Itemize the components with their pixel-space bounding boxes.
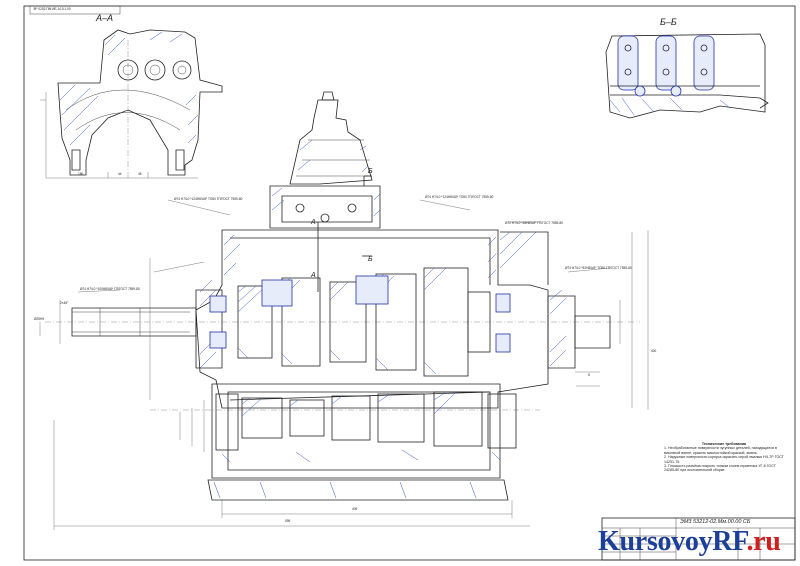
watermark-logo: KursovoyRF.ru	[598, 526, 781, 558]
tech-req-title: Технические требования	[701, 442, 747, 446]
dim-input-length: 2×45°	[60, 301, 69, 305]
section-a-a-label: А–А	[96, 13, 114, 23]
cut-mark-a-top: А	[311, 219, 316, 226]
watermark-left: KursovoyRF	[598, 526, 747, 557]
section-b-b-label: Б–Б	[660, 17, 677, 27]
fit-callout-3: Ø72 Н7/L0 *48Н8/U8* ГП/ГОСТ 7559-80	[505, 221, 563, 225]
cut-mark-b-bottom: Б	[368, 256, 373, 263]
technical-requirements: Технические требования 1. Необработанные…	[664, 442, 784, 473]
cut-mark-b-top: Б	[368, 168, 373, 175]
fit-callout-1: Ø74 Н7/L0 *124Н8/U8* ТО50 ГП/ГОСТ 7559-8…	[174, 197, 243, 201]
drawing-frame	[23, 5, 796, 561]
dim-input-shaft: Ø25H9	[34, 317, 45, 321]
dim-a-a-2: 44	[118, 172, 122, 176]
dim-a-a-1: 180	[78, 172, 84, 176]
dim-height: 400	[651, 349, 657, 353]
dim-a-a-3: 45	[138, 172, 142, 176]
section-a-a-view	[40, 29, 223, 180]
drawing-designation: ЭМ3 53212-02.Мм.00.00 СБ	[680, 519, 751, 525]
sheet-code-stamp: ЭР 0202.ПМ.ИЕ.14.5.1.00	[33, 7, 71, 11]
tech-req-item-3: 3. Плоскость разъёма покрыть тонким слое…	[664, 464, 776, 473]
cut-mark-a-bottom: А	[311, 272, 316, 279]
dimension-lines	[39, 199, 649, 530]
title-block	[601, 517, 796, 561]
fit-callout-2: Ø74 Н7/L0 *124Н8/U8* ТО50 ГП/ГОСТ 7559-8…	[425, 195, 494, 199]
top-left-stamp-box	[29, 5, 121, 15]
dim-output-offset: 5	[588, 373, 590, 377]
tech-req-item-1: 1. Необработанные поверхности чугунных д…	[664, 446, 777, 455]
gearbox-main-view	[45, 91, 640, 501]
dim-length-inner: 405	[352, 507, 358, 511]
section-b-b-view	[605, 33, 769, 119]
dim-length-overall: 599	[285, 519, 291, 523]
tech-req-item-2: 2. Наружные поверхности корпуса окрасить…	[664, 455, 784, 464]
fit-callout-4: Ø74 Н7/L0 *52Н8/U8* ТО50 ГП/ГОСТ 7559-80	[565, 266, 632, 270]
watermark-right: .ru	[746, 526, 781, 557]
fit-callout-5: Ø74 Н7/L0 *100Н8/U8* ГП/ГОСТ 7559-80	[80, 287, 140, 291]
